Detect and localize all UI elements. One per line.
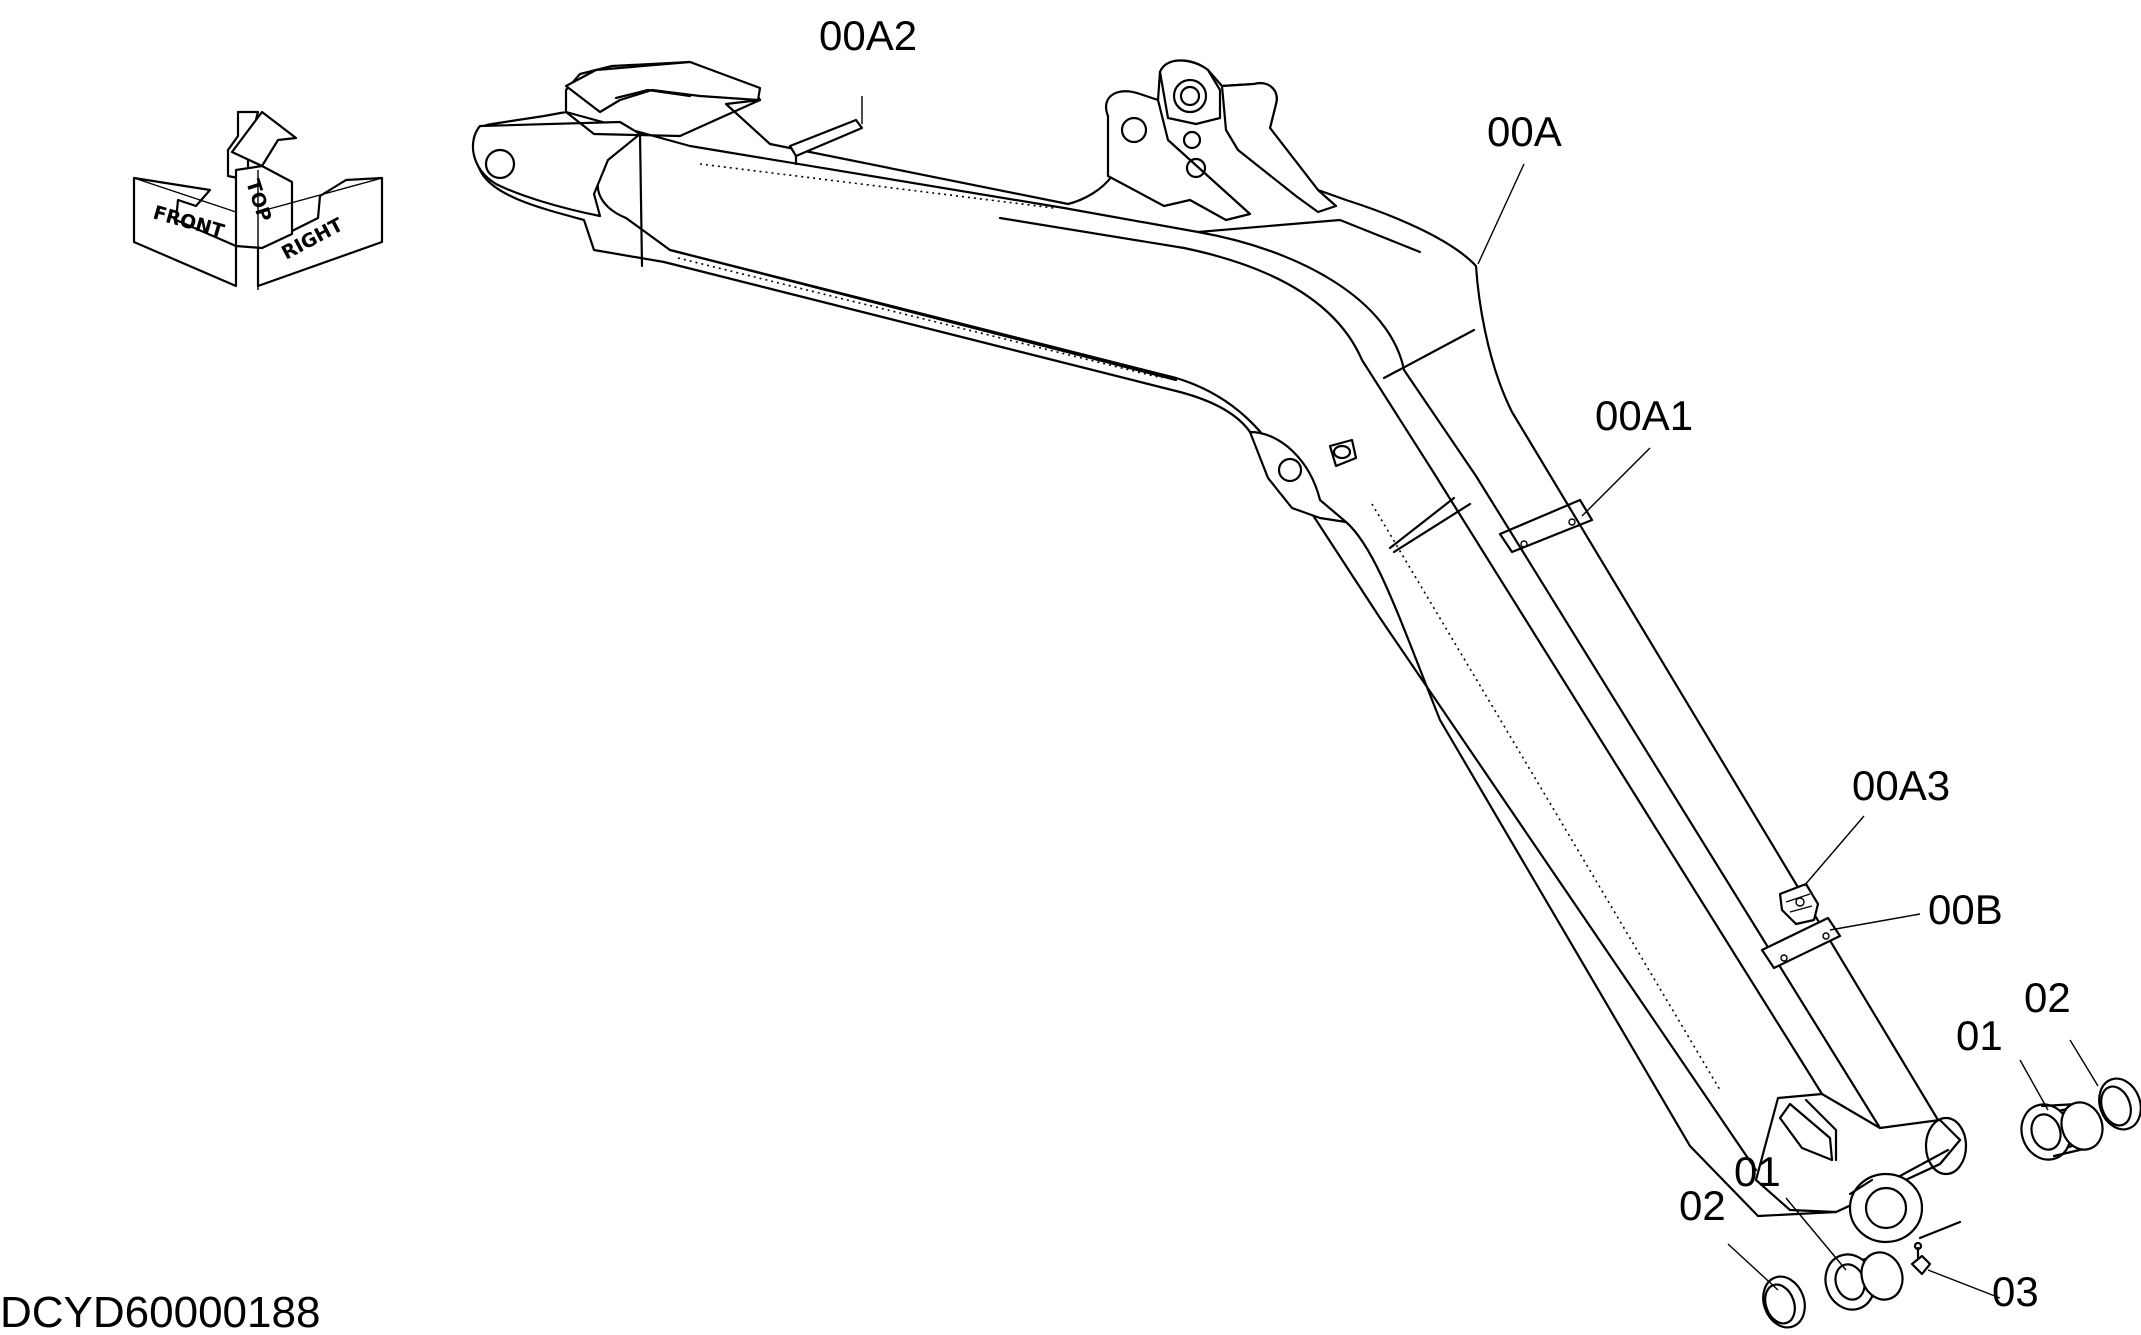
callout-03: 03: [1992, 1268, 2039, 1315]
boom-arm-body: [472, 59, 1962, 1218]
bushing-right: [2020, 1101, 2104, 1161]
callout-01-left: 01: [1734, 1148, 1781, 1195]
seal-ring-left: [1762, 1275, 1806, 1329]
seal-ring-right: [2098, 1077, 2141, 1131]
leader-lines: [861, 96, 2099, 1299]
orientation-indicator: FRONT TOP RIGHT: [132, 110, 384, 290]
boom-arm-assembly: [471, 59, 1968, 1244]
callout-00A: 00A: [1487, 108, 1562, 155]
callout-00A1: 00A1: [1595, 392, 1693, 439]
callout-02-right: 02: [2024, 974, 2071, 1021]
grease-fitting: [1910, 1241, 1932, 1276]
callout-00A2: 00A2: [819, 12, 917, 59]
drawing-code: DCYD60000188: [0, 1288, 320, 1335]
callout-00A3: 00A3: [1852, 762, 1950, 809]
callout-00B: 00B: [1928, 886, 2003, 933]
callout-01-right: 01: [1956, 1012, 2003, 1059]
bushing-left: [1824, 1251, 1904, 1311]
callout-02-left: 02: [1679, 1182, 1726, 1229]
